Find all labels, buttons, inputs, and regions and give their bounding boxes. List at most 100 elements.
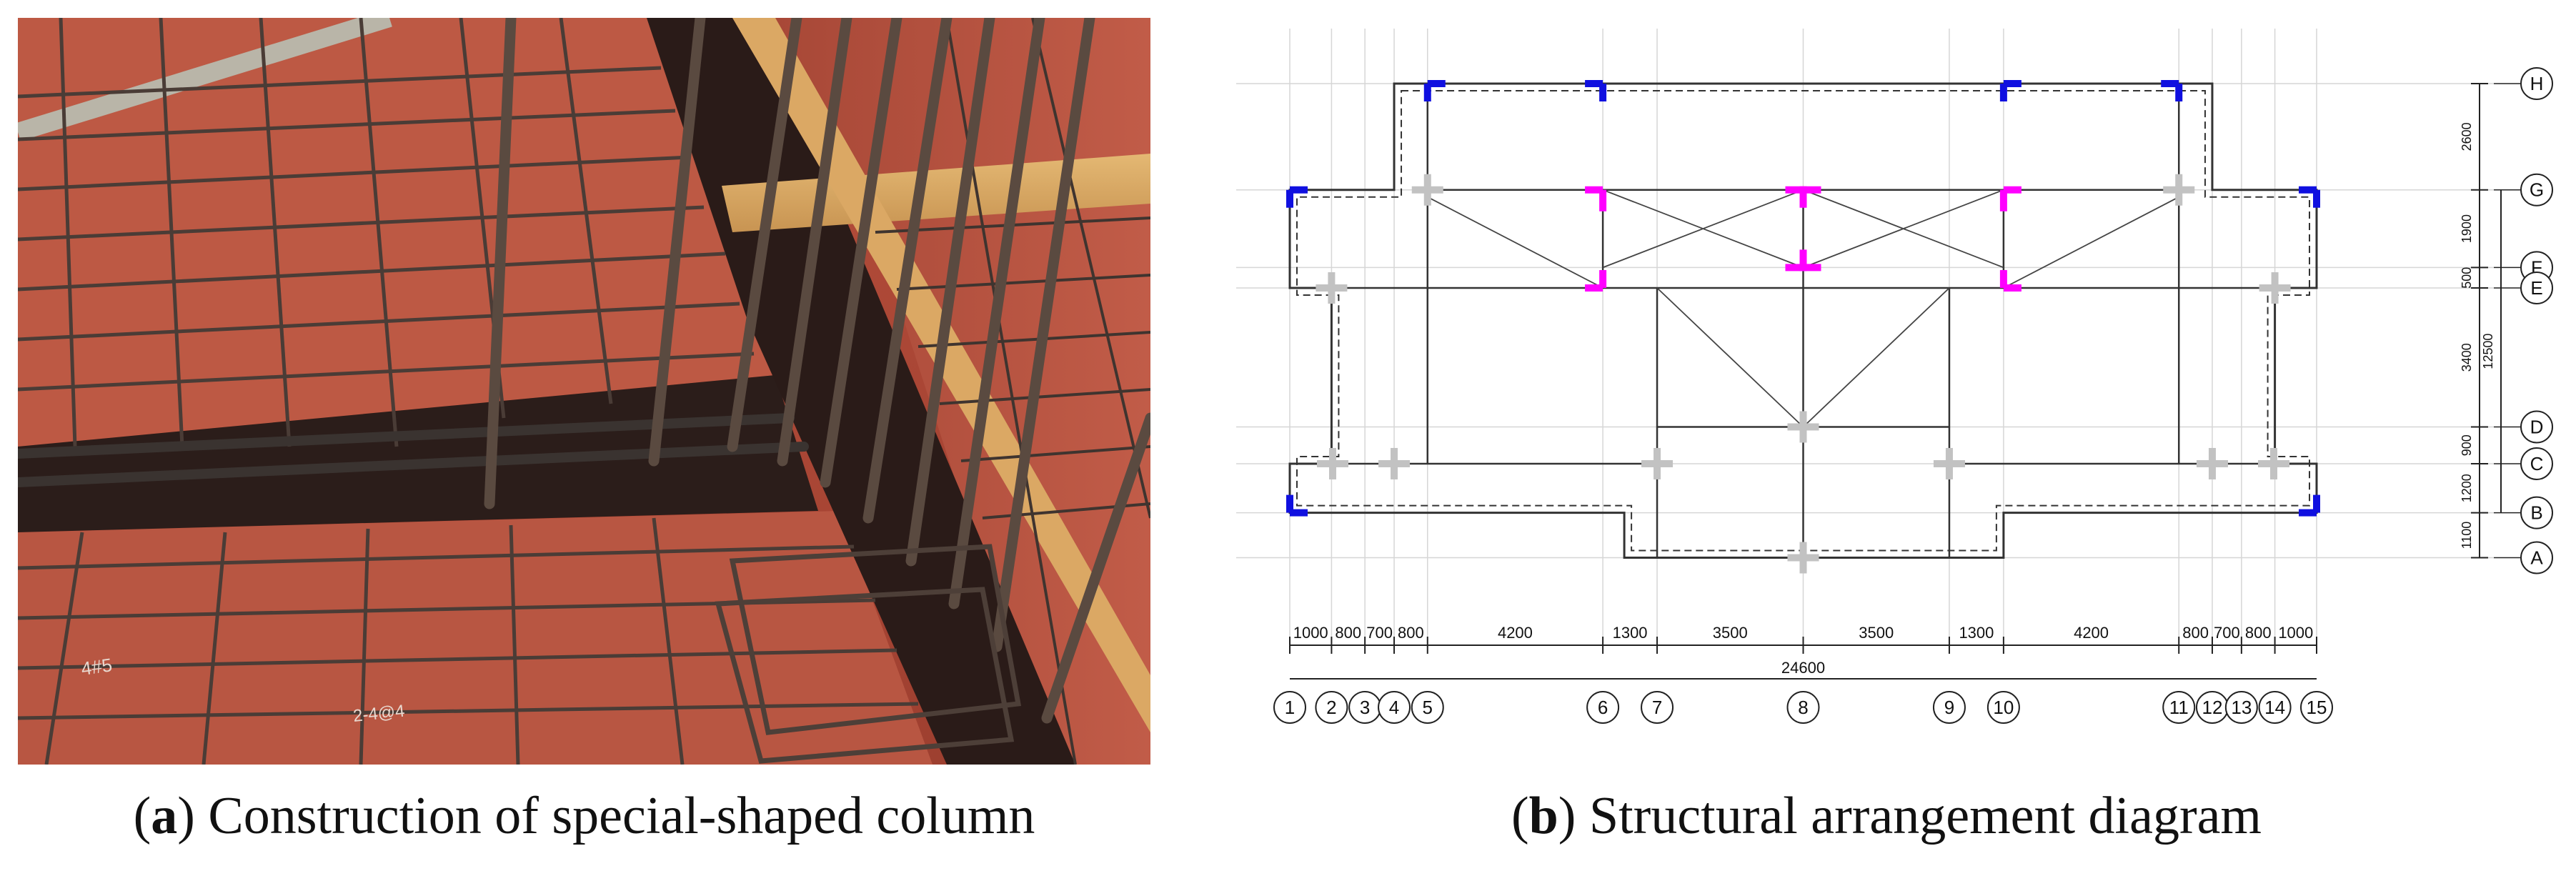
caption-a-text: Construction of special-shaped column [208,787,1035,845]
grey-column-2-v [2175,174,2183,206]
diagonal-line-7 [1656,287,1804,428]
corner-column-11H-flange-h [2161,80,2179,87]
dimension-label-right-2: 1900 [2460,214,2474,243]
axis-bubble-11 [2162,691,2196,724]
corner-column-15G-flange-h [2299,186,2317,194]
scaffold-pipe [18,18,392,141]
axis-bubble-6 [1586,691,1620,724]
axis-bubble-9 [1932,691,1966,724]
column-vertical-bars [484,18,1150,724]
axis-letter-H: H [2530,73,2544,94]
special-column-10G-flange-v [1999,189,2007,211]
axis-number-9: 9 [1944,697,1954,718]
axis-bubble-13 [2224,691,2258,724]
axis-number-2: 2 [1326,697,1336,718]
wall-outlines [1288,82,2318,559]
special-column-10E-flange-h [2003,284,2021,292]
dimension-label-1: 1000 [1293,624,1328,642]
corner-column-11H-flange-v [2175,84,2183,101]
grey-column-4-v [2271,272,2279,304]
axis-bubble-8 [1786,691,1820,724]
grey-column-1-v [1423,174,1431,206]
dimension-label-3: 700 [1366,624,1393,642]
special-column-10G-flange-h [2003,186,2021,194]
grey-column-3-v [1328,272,1336,304]
corner-column-10H-flange-v [1999,84,2007,101]
column-ties [715,544,1022,764]
formwork-upper-left [18,18,775,447]
diagonal-line-8 [1802,287,1950,428]
axis-bubble-B [2520,496,2553,529]
axis-number-11: 11 [2169,697,2189,718]
axis-number-12: 12 [2202,697,2223,718]
grey-column-7-v [1945,447,1953,479]
dimension-label-12: 700 [2214,624,2240,642]
axis-bubble-1 [1273,691,1306,724]
special-column-6E-flange-h [1585,284,1603,292]
grey-column-6-v [1653,447,1661,479]
special-column-8F-web [1799,249,1807,272]
grey-column-9-v [1799,411,1807,443]
special-column-6G-flange-h [1585,186,1603,194]
axis-bubble-C [2520,447,2553,480]
axis-number-10: 10 [1993,697,2014,718]
grey-column-12-v [2270,447,2277,479]
handwritten-mark-1: 4#5 [80,654,114,680]
corner-column-1B-flange-h [1290,509,1308,517]
axis-bubble-E [2520,272,2553,304]
corner-column-1B-flange-v [1286,494,1293,513]
corner-column-15G-flange-v [2313,189,2320,208]
dimension-label-right-5: 900 [2460,434,2474,456]
axis-grid [1236,29,2494,643]
axis-bubble-G [2520,173,2553,206]
axis-letter-B: B [2530,502,2542,524]
corner-column-15B-flange-h [2299,509,2317,517]
dimension-label-right-1: 2600 [2460,122,2474,151]
grey-column-11-v [1329,447,1336,479]
axis-bubble-2 [1315,691,1348,724]
axis-letter-A: A [2530,547,2543,569]
axis-number-15: 15 [2307,697,2327,718]
corner-column-6H-flange-h [1585,80,1603,87]
axis-number-3: 3 [1360,697,1370,718]
dimension-label-9: 1300 [1959,624,1994,642]
axis-number-6: 6 [1598,697,1608,718]
timber-beam [722,154,1150,232]
dimension-label-right-4: 3400 [2460,343,2474,372]
axis-letter-C: C [2530,453,2544,474]
axis-number-5: 5 [1423,697,1433,718]
axis-number-13: 13 [2231,697,2252,718]
corner-column-10H-flange-h [2003,80,2021,87]
axis-bubble-14 [2258,691,2292,724]
corner-column-15B-flange-v [2313,494,2320,513]
diagonal-line-2 [1602,189,1804,269]
diagonal-line-5 [1427,196,1603,289]
special-column-10E-flange-v [1999,270,2007,288]
axis-bubble-H [2520,67,2553,100]
axis-bubble-A [2520,541,2553,574]
special-column-8G-web [1799,186,1807,208]
dimension-label-7: 3500 [1713,624,1748,642]
corner-column-6H-flange-v [1599,84,1607,101]
axis-number-8: 8 [1798,697,1808,718]
dimension-label-8: 3500 [1859,624,1894,642]
special-column-6E-flange-v [1599,270,1607,288]
corner-column-1G-flange-h [1290,186,1308,194]
axis-number-14: 14 [2264,697,2285,718]
construction-photo: 4#5 2-4@4 [18,18,1150,765]
axis-letter-E: E [2530,277,2542,299]
dimension-label-11: 800 [2182,624,2209,642]
axis-letter-G: G [2530,179,2544,201]
dimension-label-right-total: 12500 [2481,334,2495,369]
beam-trench [18,375,818,532]
formwork-lower-left [18,511,933,765]
diagonal-line-4 [1803,189,2004,269]
caption-b: (b) Structural arrangement diagram [1511,787,2262,845]
axis-letter-D: D [2530,416,2544,437]
grey-column-10-v [1799,542,1807,574]
corner-column-5H-flange-v [1423,84,1431,101]
dimension-label-2: 800 [1335,624,1361,642]
